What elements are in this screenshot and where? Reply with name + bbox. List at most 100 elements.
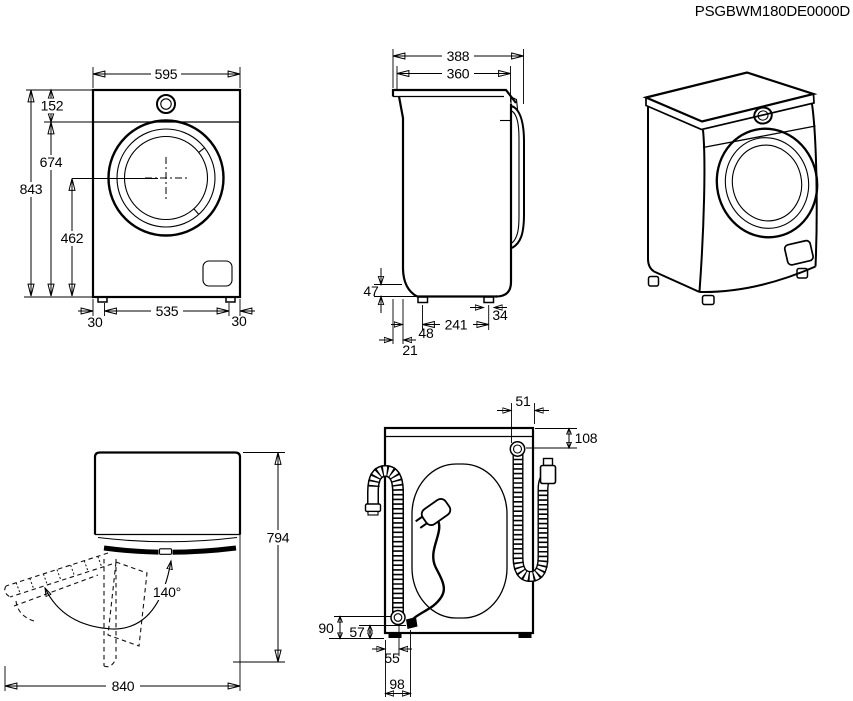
dim-rear-drain-height: 90: [318, 617, 391, 639]
side-door-inner: [511, 110, 520, 244]
dim-label-388: 388: [447, 48, 470, 64]
dim-rear-drain-from-right: 51: [497, 393, 549, 443]
persp-front-right-edge: [811, 103, 818, 267]
persp-knob-icon: [753, 106, 773, 125]
persp-foot-front: [701, 294, 715, 306]
dim-label-55: 55: [384, 650, 400, 666]
dim-label-57: 57: [349, 624, 365, 640]
front-cabinet: [91, 88, 242, 299]
persp-front-left-edge: [698, 129, 706, 292]
dim-front-door-center-floor: 462: [57, 179, 87, 297]
dim-top-width-open: 840: [4, 534, 241, 694]
door-outer-ring: [107, 119, 225, 237]
persp-panel-seam: [702, 125, 816, 149]
rear-panel: [411, 463, 508, 619]
dim-label-840: 840: [112, 678, 135, 694]
dim-rear-drain-from-top: 108: [526, 429, 598, 449]
dim-rear-drain-from-left: 55: [372, 626, 412, 697]
door-glass-ring: [123, 135, 209, 221]
drain-hose: [364, 464, 406, 626]
dim-front-height: 843: [16, 90, 46, 296]
dim-label-794: 794: [267, 530, 290, 546]
program-knob-icon: [156, 94, 176, 114]
persp-left-bottom: [653, 270, 700, 293]
dim-front-door-center-top: 674: [36, 122, 66, 296]
top-door-handle: [158, 548, 173, 555]
persp-foot-right: [796, 267, 809, 279]
side-door-outer: [511, 105, 525, 249]
persp-filter-door: [783, 239, 814, 266]
dim-front-width: 595: [92, 66, 241, 88]
dim-side-feet: 34 241 48 21: [379, 299, 508, 358]
side-front-edge: [495, 104, 513, 298]
rear-foot-right: [518, 633, 532, 638]
inlet-connector-body: [539, 464, 557, 485]
dim-label-30-left: 30: [87, 314, 103, 330]
dim-front-feet: 535 30 30: [78, 299, 255, 330]
power-cord-cable: [409, 516, 446, 624]
dim-label-34: 34: [492, 307, 508, 323]
persp-worktop: [642, 71, 818, 123]
door-open-positions: [4, 552, 148, 668]
rear-cabinet: [383, 426, 535, 635]
filter-door: [202, 260, 233, 287]
dim-label-595: 595: [155, 66, 178, 82]
inlet-top-fitting-inner: [512, 444, 523, 454]
inlet-top-fitting: [509, 441, 526, 457]
dim-label-843: 843: [20, 181, 43, 197]
drain-hose-end-tip: [367, 510, 379, 516]
persp-foot-back-left: [647, 275, 660, 287]
side-hinge-tab: [510, 96, 519, 110]
front-view: 595 843 152 674 462: [16, 66, 255, 330]
side-foot-front: [483, 296, 495, 304]
persp-front-bottom: [699, 265, 816, 294]
dim-label-51: 51: [515, 393, 531, 409]
dim-label-535: 535: [156, 303, 179, 319]
dim-label-90: 90: [318, 620, 334, 636]
persp-door-outer: [715, 127, 819, 239]
dim-label-48: 48: [418, 325, 434, 341]
dim-side-depth-total: 388: [392, 48, 524, 104]
rear-foot-left: [388, 633, 402, 638]
power-plug-icon: [415, 498, 452, 529]
dim-rear-cord-height: 57: [349, 624, 406, 640]
dim-label-462: 462: [61, 230, 84, 246]
power-cord: [406, 498, 452, 629]
dim-rear-cord-from-left: 98: [386, 630, 411, 697]
drawing-code: PSGBWM180DE0000D: [695, 3, 851, 20]
cord-exit-grommet: [406, 617, 418, 629]
program-knob-inner: [160, 98, 172, 110]
side-view: 388 360 47 34 241 48: [363, 48, 525, 358]
dim-label-674: 674: [40, 154, 63, 170]
front-foot-left: [97, 296, 108, 303]
dim-label-98: 98: [389, 676, 405, 692]
dim-side-base-recess: 47: [363, 268, 416, 313]
drain-outlet-fitting: [390, 609, 406, 626]
dim-label-241: 241: [445, 317, 468, 333]
door-mid-ring: [116, 128, 216, 228]
persp-door-mid: [724, 137, 810, 229]
dim-label-140deg: 140°: [153, 584, 181, 600]
inlet-connector-cap: [542, 457, 554, 467]
side-foot-rear: [417, 296, 429, 304]
inlet-hose: [509, 441, 557, 583]
dim-label-152: 152: [41, 98, 64, 114]
rear-view: 51 108 90 57 55 98: [318, 393, 598, 697]
dim-label-21: 21: [402, 342, 418, 358]
dim-side-depth-body: 360: [396, 66, 511, 102]
door-handle-edge-top: [198, 147, 205, 153]
persp-door-glass: [731, 144, 803, 222]
top-cabinet: [93, 451, 242, 535]
persp-knob-inner: [757, 110, 769, 121]
drain-hose-end-fitting: [364, 503, 382, 513]
drain-outlet-inner: [393, 613, 403, 622]
dim-label-360: 360: [447, 66, 470, 82]
door-handle-edge-bottom: [193, 208, 200, 215]
dim-label-47: 47: [363, 283, 379, 299]
door-swing-view: 140° 794 840: [4, 451, 294, 694]
persp-worktop-edge: [645, 93, 815, 131]
dim-label-30-right: 30: [231, 313, 247, 329]
persp-left-edge: [647, 107, 655, 273]
